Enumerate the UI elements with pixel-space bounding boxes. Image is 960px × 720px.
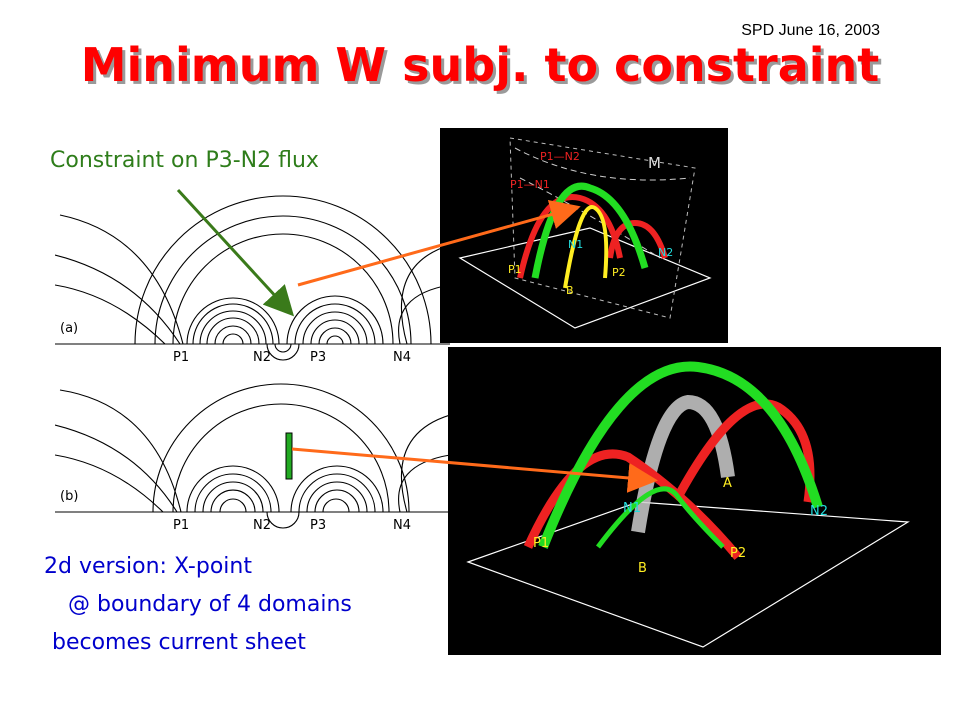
constraint-arrow <box>176 188 295 317</box>
render-bottom-label-p2: P2 <box>730 546 746 561</box>
slide-title: Minimum W subj. to constraint <box>80 38 880 92</box>
caption-line-2: @ boundary of 4 domains <box>68 592 352 617</box>
field-line-diagram-a: (a) P1 N2 P3 N4 <box>55 195 450 365</box>
connector-arrow-bottom <box>291 447 658 493</box>
render-bottom-label-b: B <box>638 561 647 576</box>
pole-label-p1-b: P1 <box>173 518 189 533</box>
render-top-label-p1: P1 <box>508 263 522 276</box>
caption-line-1: 2d version: X-point <box>44 554 252 579</box>
current-sheet <box>285 432 293 480</box>
pole-label-p1: P1 <box>173 350 189 365</box>
connector-arrow-top <box>297 199 581 287</box>
field-line-diagram-b: (b) P1 N2 P3 N4 <box>55 383 450 533</box>
render-bottom-label-n1: N1 <box>623 501 641 516</box>
pole-label-n4-b: N4 <box>393 518 411 533</box>
pole-label-p3: P3 <box>310 350 326 365</box>
pole-label-n2-b: N2 <box>253 518 271 533</box>
render-bottom-label-n2: N2 <box>810 504 828 519</box>
panel-label-a: (a) <box>60 321 78 336</box>
render-bottom-label-p1: P1 <box>533 536 549 551</box>
caption-line-3: becomes current sheet <box>52 630 306 655</box>
render-top-label-n2: N2 <box>658 246 673 259</box>
panel-label-b: (b) <box>60 489 78 504</box>
pole-label-p3-b: P3 <box>310 518 326 533</box>
render-3d-bottom: N1 N2 P1 P2 A B <box>448 347 941 655</box>
render-top-label-b: B <box>566 284 574 297</box>
render-3d-top: P1—N2 P1—N1 M N1 N2 P1 P2 B <box>440 128 728 343</box>
render-top-label-n1: N1 <box>568 238 583 251</box>
render-top-label-p1n1: P1—N1 <box>510 178 550 191</box>
slide-date: SPD June 16, 2003 <box>741 22 880 39</box>
render-top-label-p2: P2 <box>612 266 626 279</box>
pole-label-n2: N2 <box>253 350 271 365</box>
render-top-label-m: M <box>648 154 661 172</box>
constraint-label: Constraint on P3-N2 flux <box>50 148 319 173</box>
render-bottom-label-a: A <box>723 476 732 491</box>
render-top-label-p1n2: P1—N2 <box>540 150 580 163</box>
pole-label-n4: N4 <box>393 350 411 365</box>
